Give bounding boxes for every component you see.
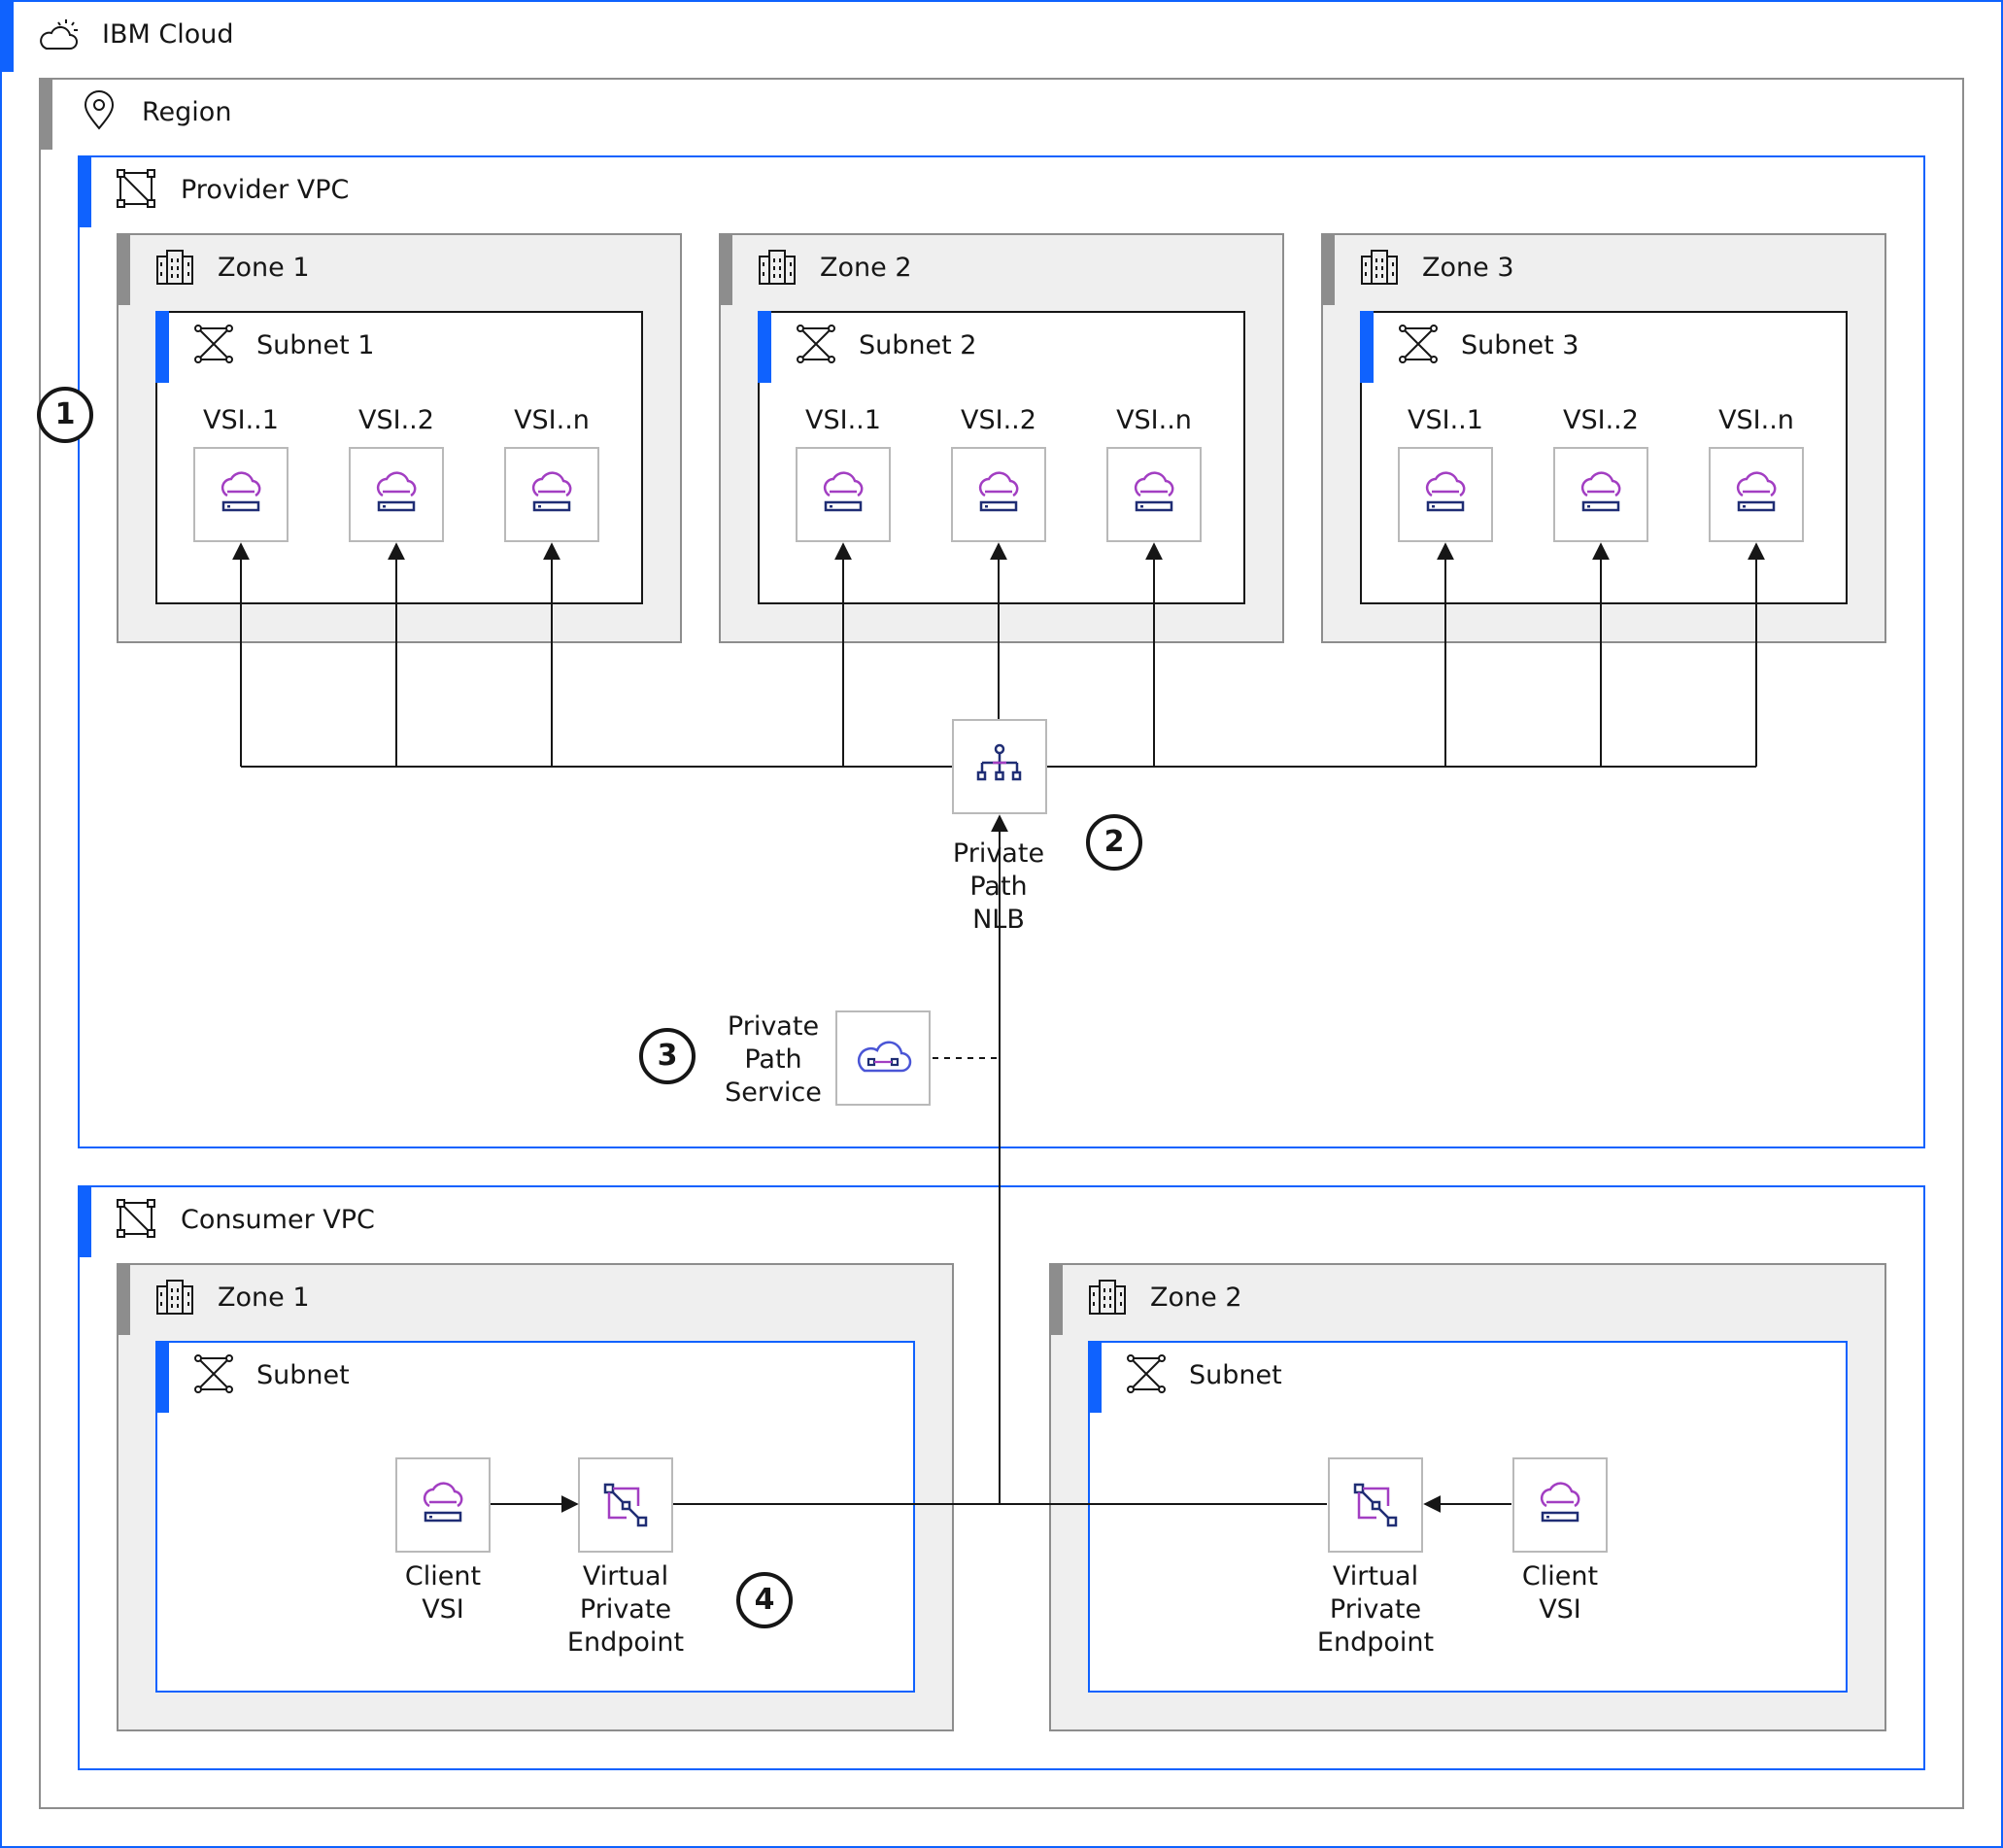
vsi-tile[interactable] [951, 447, 1046, 542]
building-icon [1361, 250, 1398, 285]
private-path-service[interactable] [835, 1010, 931, 1106]
virtual-server-icon [978, 471, 1019, 512]
virtual-server-icon [1134, 471, 1174, 512]
vsi-label: VSI..2 [1563, 405, 1639, 435]
zone-title: Zone 3 [1422, 253, 1514, 283]
virtual-server-icon [531, 471, 572, 512]
provider-vpc-group [78, 155, 1925, 1148]
virtual-server-icon [1580, 471, 1621, 512]
provider-vpc-title: Provider VPC [181, 175, 350, 205]
vsi-label: VSI..n [1718, 405, 1794, 435]
vsi-label: VSI..n [1116, 405, 1192, 435]
step-badge-4: 4 [736, 1572, 793, 1628]
consumer-subnet-1 [155, 1341, 915, 1693]
vsi-label: VSI..1 [203, 405, 279, 435]
client-vsi-tile[interactable] [395, 1457, 491, 1553]
step-badge-3: 3 [639, 1028, 696, 1084]
virtual-server-icon [221, 471, 261, 512]
vsi-tile[interactable] [349, 447, 444, 542]
subnet-icon [194, 325, 233, 363]
endpoint-icon [603, 1483, 648, 1527]
vsi-label: VSI..1 [805, 405, 881, 435]
virtual-server-icon [423, 1482, 463, 1523]
subnet-title: Subnet [256, 1360, 350, 1390]
vsi-tile[interactable] [1106, 447, 1202, 542]
vsi-label: VSI..1 [1408, 405, 1483, 435]
vsi-tile[interactable] [796, 447, 891, 542]
load-balancer-icon [976, 743, 1022, 781]
endpoint-tile[interactable] [578, 1457, 673, 1553]
region-title: Region [142, 97, 232, 127]
location-pin-icon [84, 90, 115, 130]
region-group [39, 78, 1964, 1809]
vsi-tile[interactable] [193, 447, 289, 542]
consumer-subnet-2 [1088, 1341, 1848, 1693]
subnet-title: Subnet 3 [1461, 330, 1579, 360]
vpc-icon [117, 1199, 155, 1238]
client-vsi-tile[interactable] [1512, 1457, 1608, 1553]
subnet-icon [1127, 1354, 1166, 1393]
consumer-vpc-group [78, 1185, 1925, 1770]
vsi-label: VSI..2 [358, 405, 434, 435]
endpoint-tile[interactable] [1328, 1457, 1423, 1553]
subnet-title: Subnet 1 [256, 330, 375, 360]
building-icon [156, 1280, 193, 1315]
building-icon [156, 250, 193, 285]
virtual-server-icon [1540, 1482, 1580, 1523]
virtual-server-icon [823, 471, 864, 512]
building-icon [759, 250, 796, 285]
vsi-label: VSI..2 [961, 405, 1036, 435]
building-icon [1089, 1280, 1126, 1315]
vsi-tile[interactable] [504, 447, 599, 542]
cloud-connection-icon [857, 1041, 912, 1073]
zone-title: Zone 1 [218, 253, 310, 283]
zone-title: Zone 2 [820, 253, 912, 283]
ibm-cloud-title: IBM Cloud [102, 19, 234, 50]
vsi-tile[interactable] [1709, 447, 1804, 542]
vsi-tile[interactable] [1398, 447, 1493, 542]
subnet-icon [797, 325, 835, 363]
service-caption: Private Path Service [725, 1011, 822, 1108]
virtual-server-icon [376, 471, 417, 512]
subnet-icon [1399, 325, 1438, 363]
vsi-tile[interactable] [1553, 447, 1648, 542]
step-badge-1: 1 [37, 387, 93, 443]
consumer-vpc-title: Consumer VPC [181, 1205, 375, 1235]
cloud-sun-icon [40, 19, 78, 50]
virtual-server-icon [1736, 471, 1777, 512]
step-badge-2: 2 [1086, 814, 1142, 871]
zone-title: Zone 1 [218, 1283, 310, 1313]
vpc-icon [117, 169, 155, 208]
subnet-icon [194, 1354, 233, 1393]
subnet-title: Subnet 2 [859, 330, 977, 360]
private-path-nlb[interactable] [952, 719, 1047, 814]
virtual-server-icon [1425, 471, 1466, 512]
nlb-caption: Private Path NLB [952, 838, 1045, 935]
zone-title: Zone 2 [1150, 1283, 1242, 1313]
endpoint-icon [1353, 1483, 1398, 1527]
subnet-title: Subnet [1189, 1360, 1282, 1390]
vsi-label: VSI..n [514, 405, 590, 435]
